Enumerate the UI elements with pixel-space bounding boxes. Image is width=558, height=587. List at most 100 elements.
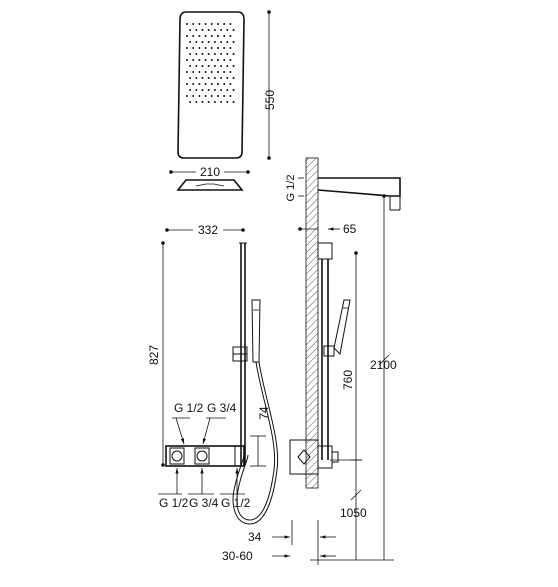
side-control-panel: [289, 439, 339, 475]
nozzle-dot: [213, 65, 216, 67]
thread-top-left: G 1/2: [174, 401, 204, 415]
nozzle-dot: [192, 35, 195, 37]
nozzle-dot: [217, 95, 219, 97]
nozzle-dot: [229, 35, 232, 37]
nozzle-dot: [223, 35, 226, 37]
bottom-height-dimension: 1050: [340, 460, 367, 560]
shower-riser-bar: [232, 242, 248, 465]
nozzle-dot: [226, 77, 229, 79]
nozzle-dot: [186, 23, 188, 25]
nozzle-dot: [217, 23, 219, 25]
nozzle-dot: [198, 71, 201, 73]
shower-arm: [317, 177, 401, 211]
nozzle-dot: [220, 53, 223, 55]
head-width-dimension: 210: [169, 164, 250, 179]
wall-section: [305, 157, 319, 489]
nozzle-dot: [207, 41, 210, 43]
nozzle-dot: [186, 83, 188, 85]
nozzle-dot: [226, 89, 229, 91]
nozzle-dot: [229, 59, 232, 61]
nozzle-dot: [226, 41, 229, 43]
nozzle-dot: [189, 89, 192, 91]
wall-inlet-label: G 1/2: [285, 175, 297, 202]
nozzle-dot: [223, 71, 226, 73]
nozzle-dot: [232, 53, 235, 55]
nozzle-grid: [186, 23, 235, 103]
nozzle-dot: [201, 65, 204, 67]
head-depth-label: 332: [198, 223, 218, 237]
nozzle-dot: [204, 71, 207, 73]
nozzle-dot: [207, 101, 210, 103]
nozzle-dot: [210, 83, 213, 85]
nozzle-dot: [220, 101, 223, 103]
head-depth-dimension: 332: [165, 222, 245, 237]
total-height-dimension: 2100: [310, 194, 397, 561]
nozzle-dot: [204, 95, 207, 97]
nozzle-dot: [232, 29, 235, 31]
nozzle-dot: [217, 59, 219, 61]
side-riser-bar: [317, 242, 351, 460]
nozzle-dot: [226, 53, 229, 55]
inlet-spacing-label: 74: [257, 406, 271, 420]
nozzle-dot: [189, 101, 192, 103]
thread-bottom-3: G 1/2: [221, 496, 251, 510]
nozzle-dot: [186, 59, 188, 61]
nozzle-dot: [226, 101, 229, 103]
panel-height-dimension: 827: [147, 241, 165, 467]
nozzle-dot: [217, 35, 219, 37]
head-height-label: 550: [263, 90, 277, 110]
nozzle-dot: [195, 41, 198, 43]
nozzle-dot: [204, 59, 207, 61]
nozzle-dot: [220, 89, 223, 91]
nozzle-dot: [189, 53, 192, 55]
nozzle-dot: [201, 77, 204, 79]
nozzle-dot: [201, 53, 204, 55]
nozzle-dot: [195, 77, 198, 79]
nozzle-dot: [195, 65, 198, 67]
nozzle-dot: [223, 95, 226, 97]
nozzle-dot: [213, 41, 216, 43]
nozzle-dot: [232, 77, 235, 79]
panel-thread-labels-top: G 1/2 G 3/4: [172, 401, 237, 445]
nozzle-dot: [220, 77, 223, 79]
shower-head-section-view: [176, 179, 244, 191]
nozzle-dot: [223, 83, 226, 85]
nozzle-dot: [201, 41, 204, 43]
arm-projection-label: 65: [343, 222, 357, 236]
nozzle-dot: [210, 71, 213, 73]
nozzle-dot: [204, 35, 207, 37]
nozzle-dot: [229, 83, 232, 85]
recess-range-label: 30-60: [222, 549, 253, 563]
nozzle-dot: [207, 29, 210, 31]
nozzle-dot: [189, 41, 192, 43]
nozzle-dot: [198, 95, 201, 97]
nozzle-dot: [192, 95, 195, 97]
nozzle-dot: [186, 95, 188, 97]
nozzle-dot: [213, 77, 216, 79]
nozzle-dot: [232, 89, 235, 91]
nozzle-dot: [220, 65, 223, 67]
nozzle-dot: [204, 47, 207, 49]
thread-top-right: G 3/4: [207, 401, 237, 415]
thread-bottom-1: G 1/2: [159, 496, 189, 510]
nozzle-dot: [201, 101, 204, 103]
nozzle-dot: [192, 71, 195, 73]
nozzle-dot: [195, 29, 198, 31]
nozzle-dot: [201, 89, 204, 91]
head-width-label: 210: [200, 165, 220, 179]
nozzle-dot: [210, 95, 213, 97]
nozzle-dot: [223, 47, 226, 49]
nozzle-dot: [192, 59, 195, 61]
bottom-height-label: 1050: [340, 506, 367, 520]
nozzle-dot: [229, 23, 232, 25]
nozzle-dot: [198, 59, 201, 61]
nozzle-dot: [207, 77, 210, 79]
nozzle-dot: [189, 77, 192, 79]
head-height-dimension: 550: [263, 10, 277, 160]
total-height-label: 2100: [370, 358, 397, 372]
panel-thread-labels-bottom: G 1/2 G 3/4 G 1/2: [158, 468, 251, 510]
recess-depth-label: 34: [248, 530, 262, 544]
nozzle-dot: [198, 83, 201, 85]
nozzle-dot: [226, 65, 229, 67]
